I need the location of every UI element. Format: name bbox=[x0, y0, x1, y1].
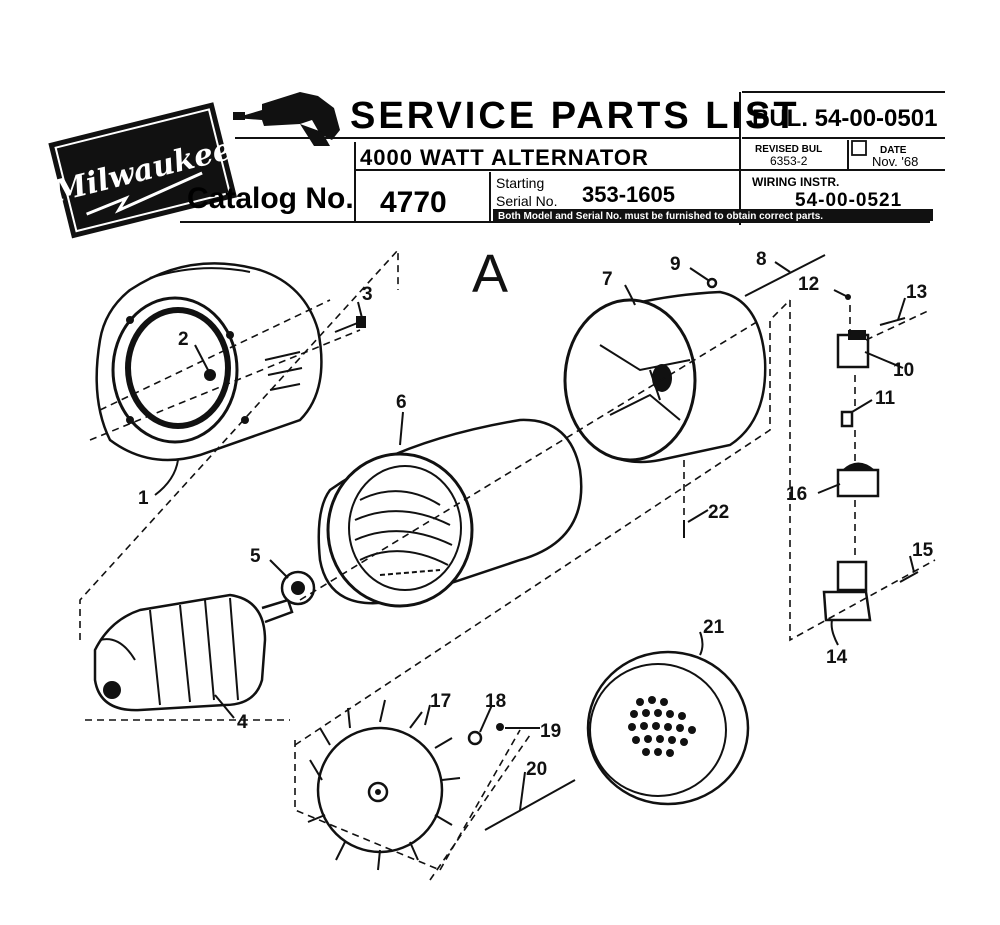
bulletin-number: BUL. 54-00-0501 bbox=[752, 105, 937, 132]
part-brush-holder-10 bbox=[836, 330, 870, 369]
callout-12: 12 bbox=[798, 274, 819, 295]
part-screw-12 bbox=[845, 294, 851, 300]
product-name: 4000 WATT ALTERNATOR bbox=[360, 145, 649, 170]
callout-18: 18 bbox=[485, 691, 506, 712]
vent-holes bbox=[628, 696, 696, 757]
service-parts-title: SERVICE PARTS LIST bbox=[350, 95, 800, 137]
callout-13: 13 bbox=[906, 282, 927, 303]
serial-notice: Both Model and Serial No. must be furnis… bbox=[498, 211, 823, 222]
callout-16: 16 bbox=[786, 484, 807, 505]
serial-label: Serial No. bbox=[496, 193, 557, 209]
assembly-lines bbox=[79, 247, 936, 881]
part-stator bbox=[317, 418, 583, 608]
callout-1: 1 bbox=[138, 488, 149, 509]
callouts: 1 2 3 4 5 6 7 8 9 10 11 12 13 14 15 16 1… bbox=[138, 249, 934, 780]
part-switch-14 bbox=[822, 560, 872, 622]
callout-11: 11 bbox=[875, 388, 896, 409]
part-end-cover bbox=[586, 650, 750, 806]
milwaukee-logo: Milwaukee bbox=[48, 102, 237, 239]
part-fan bbox=[307, 699, 461, 871]
part-washer-18 bbox=[467, 730, 483, 746]
revised-value: 6353-2 bbox=[770, 154, 808, 168]
part-end-bell bbox=[95, 262, 323, 462]
header: Milwaukee SERVICE PARTS LIST BUL. 54-00-… bbox=[48, 91, 945, 239]
part-screw-3 bbox=[334, 316, 366, 333]
callout-8: 8 bbox=[756, 249, 767, 270]
catalog-label: Catalog No. bbox=[187, 182, 354, 215]
callout-15: 15 bbox=[912, 540, 934, 561]
callout-21: 21 bbox=[703, 617, 725, 638]
part-bolt-8 bbox=[744, 254, 826, 297]
revised-label: REVISED BUL bbox=[755, 144, 822, 155]
callout-14: 14 bbox=[826, 647, 848, 668]
date-value: Nov. '68 bbox=[872, 154, 918, 169]
part-bearing-5 bbox=[280, 570, 316, 606]
callout-6: 6 bbox=[396, 392, 407, 413]
callout-5: 5 bbox=[250, 546, 261, 567]
part-washer-9 bbox=[706, 277, 718, 289]
leader-lines bbox=[154, 261, 915, 811]
part-brush-11 bbox=[840, 410, 854, 428]
part-screw-15 bbox=[899, 571, 919, 583]
part-rectifier-16 bbox=[836, 462, 880, 498]
view-label: A bbox=[472, 244, 508, 304]
part-nut-19 bbox=[496, 723, 504, 731]
wiring-number: 54-00-0521 bbox=[795, 190, 902, 211]
drill-icon bbox=[233, 92, 340, 146]
part-screw-13 bbox=[879, 317, 906, 326]
callout-20: 20 bbox=[526, 759, 547, 780]
callout-9: 9 bbox=[670, 254, 681, 275]
date-label: DATE bbox=[880, 145, 907, 156]
wiring-label: WIRING INSTR. bbox=[752, 175, 839, 189]
callout-7: 7 bbox=[602, 269, 613, 290]
callout-10: 10 bbox=[893, 360, 914, 381]
part-frame bbox=[563, 290, 767, 464]
callout-4: 4 bbox=[237, 712, 248, 733]
callout-19: 19 bbox=[540, 721, 561, 742]
part-armature bbox=[93, 593, 294, 712]
callout-22: 22 bbox=[708, 502, 729, 523]
catalog-number: 4770 bbox=[380, 186, 447, 219]
serial-number: 353-1605 bbox=[582, 182, 675, 207]
starting-label: Starting bbox=[496, 175, 544, 191]
callout-3: 3 bbox=[362, 284, 373, 305]
callout-17: 17 bbox=[430, 691, 451, 712]
part-bolt-20 bbox=[484, 779, 576, 831]
callout-2: 2 bbox=[178, 329, 189, 350]
